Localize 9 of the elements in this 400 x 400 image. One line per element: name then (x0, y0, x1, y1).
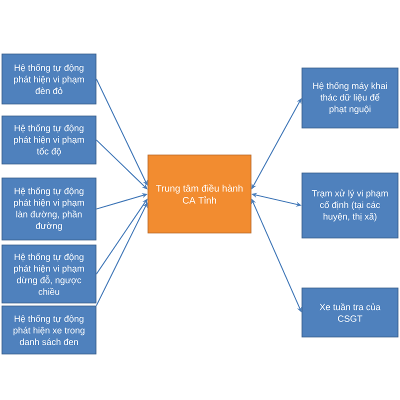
process-box: Hệ thống tự động phát hiện vi phạm làn đường, phần đường (2, 178, 96, 240)
central-box: Trung tâm điều hành CA Tỉnh (148, 154, 252, 234)
process-box: Hệ thống máy khai thác dữ liệu để phạt nguội (302, 68, 398, 128)
process-box: Hệ thống tự động phát hiện vi phạm tốc độ (2, 116, 96, 164)
process-box: Hệ thống tự động phát hiện vi phạm đèn đỏ (2, 54, 96, 104)
process-box: Xe tuần tra của CSGT (302, 288, 398, 338)
process-box: Hệ thống tự động phát hiện xe trong danh sách đen (2, 306, 96, 354)
process-box: Hệ thống tự động phát hiện vi phạm dừng đỗ, ngược chiều (2, 244, 96, 304)
process-box: Trạm xử lý vi phạm cố định (tại các huyện, thị xã) (302, 172, 398, 238)
